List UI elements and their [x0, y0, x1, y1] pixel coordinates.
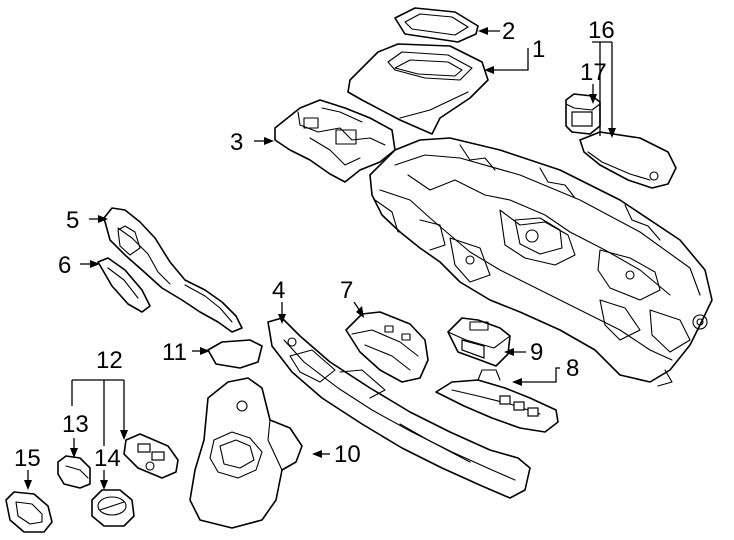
callout-4: 4: [272, 277, 285, 304]
callout-15: 15: [14, 445, 41, 472]
part-3-console-bracket: [274, 99, 396, 183]
part-16-trim-panel: [579, 131, 677, 189]
part-5-lower-trim: [103, 207, 243, 333]
callout-13: 13: [62, 411, 89, 438]
part-6-trim-piece: [97, 257, 151, 313]
callout-8: 8: [566, 355, 579, 382]
part-13-switch: [57, 455, 91, 489]
part-14-knob: [91, 489, 135, 527]
part-2-bezel-trim: [394, 7, 479, 43]
part-4-lower-panel: [267, 317, 531, 499]
callout-6: 6: [58, 252, 71, 279]
callout-1: 1: [532, 36, 545, 63]
part-9-module: [447, 317, 511, 367]
leader-lines: [24, 27, 616, 490]
callout-10: 10: [334, 441, 361, 468]
callout-3: 3: [230, 129, 243, 156]
part-11-cover: [207, 339, 263, 369]
part-7-storage-box: [345, 311, 429, 383]
callout-labels: 1 2 3 4 5 6 7 8 9 10 11 12 13 14 15 16 1…: [14, 17, 615, 472]
callout-9: 9: [530, 339, 543, 366]
callout-11: 11: [162, 339, 187, 366]
instrument-panel-frame: [369, 137, 713, 387]
callout-5: 5: [66, 207, 79, 234]
callout-2: 2: [502, 18, 515, 45]
callout-16: 16: [588, 17, 615, 44]
part-15-bezel: [5, 491, 53, 533]
part-1-console-cover: [347, 43, 489, 135]
callout-17: 17: [580, 59, 607, 86]
callout-12: 12: [96, 347, 123, 374]
part-10-column-cover: [189, 377, 303, 529]
callout-14: 14: [94, 445, 121, 472]
part-8-bracket: [435, 369, 559, 433]
part-12-switch-panel: [123, 433, 179, 479]
callout-7: 7: [340, 277, 353, 304]
part-17-switch: [565, 93, 601, 135]
